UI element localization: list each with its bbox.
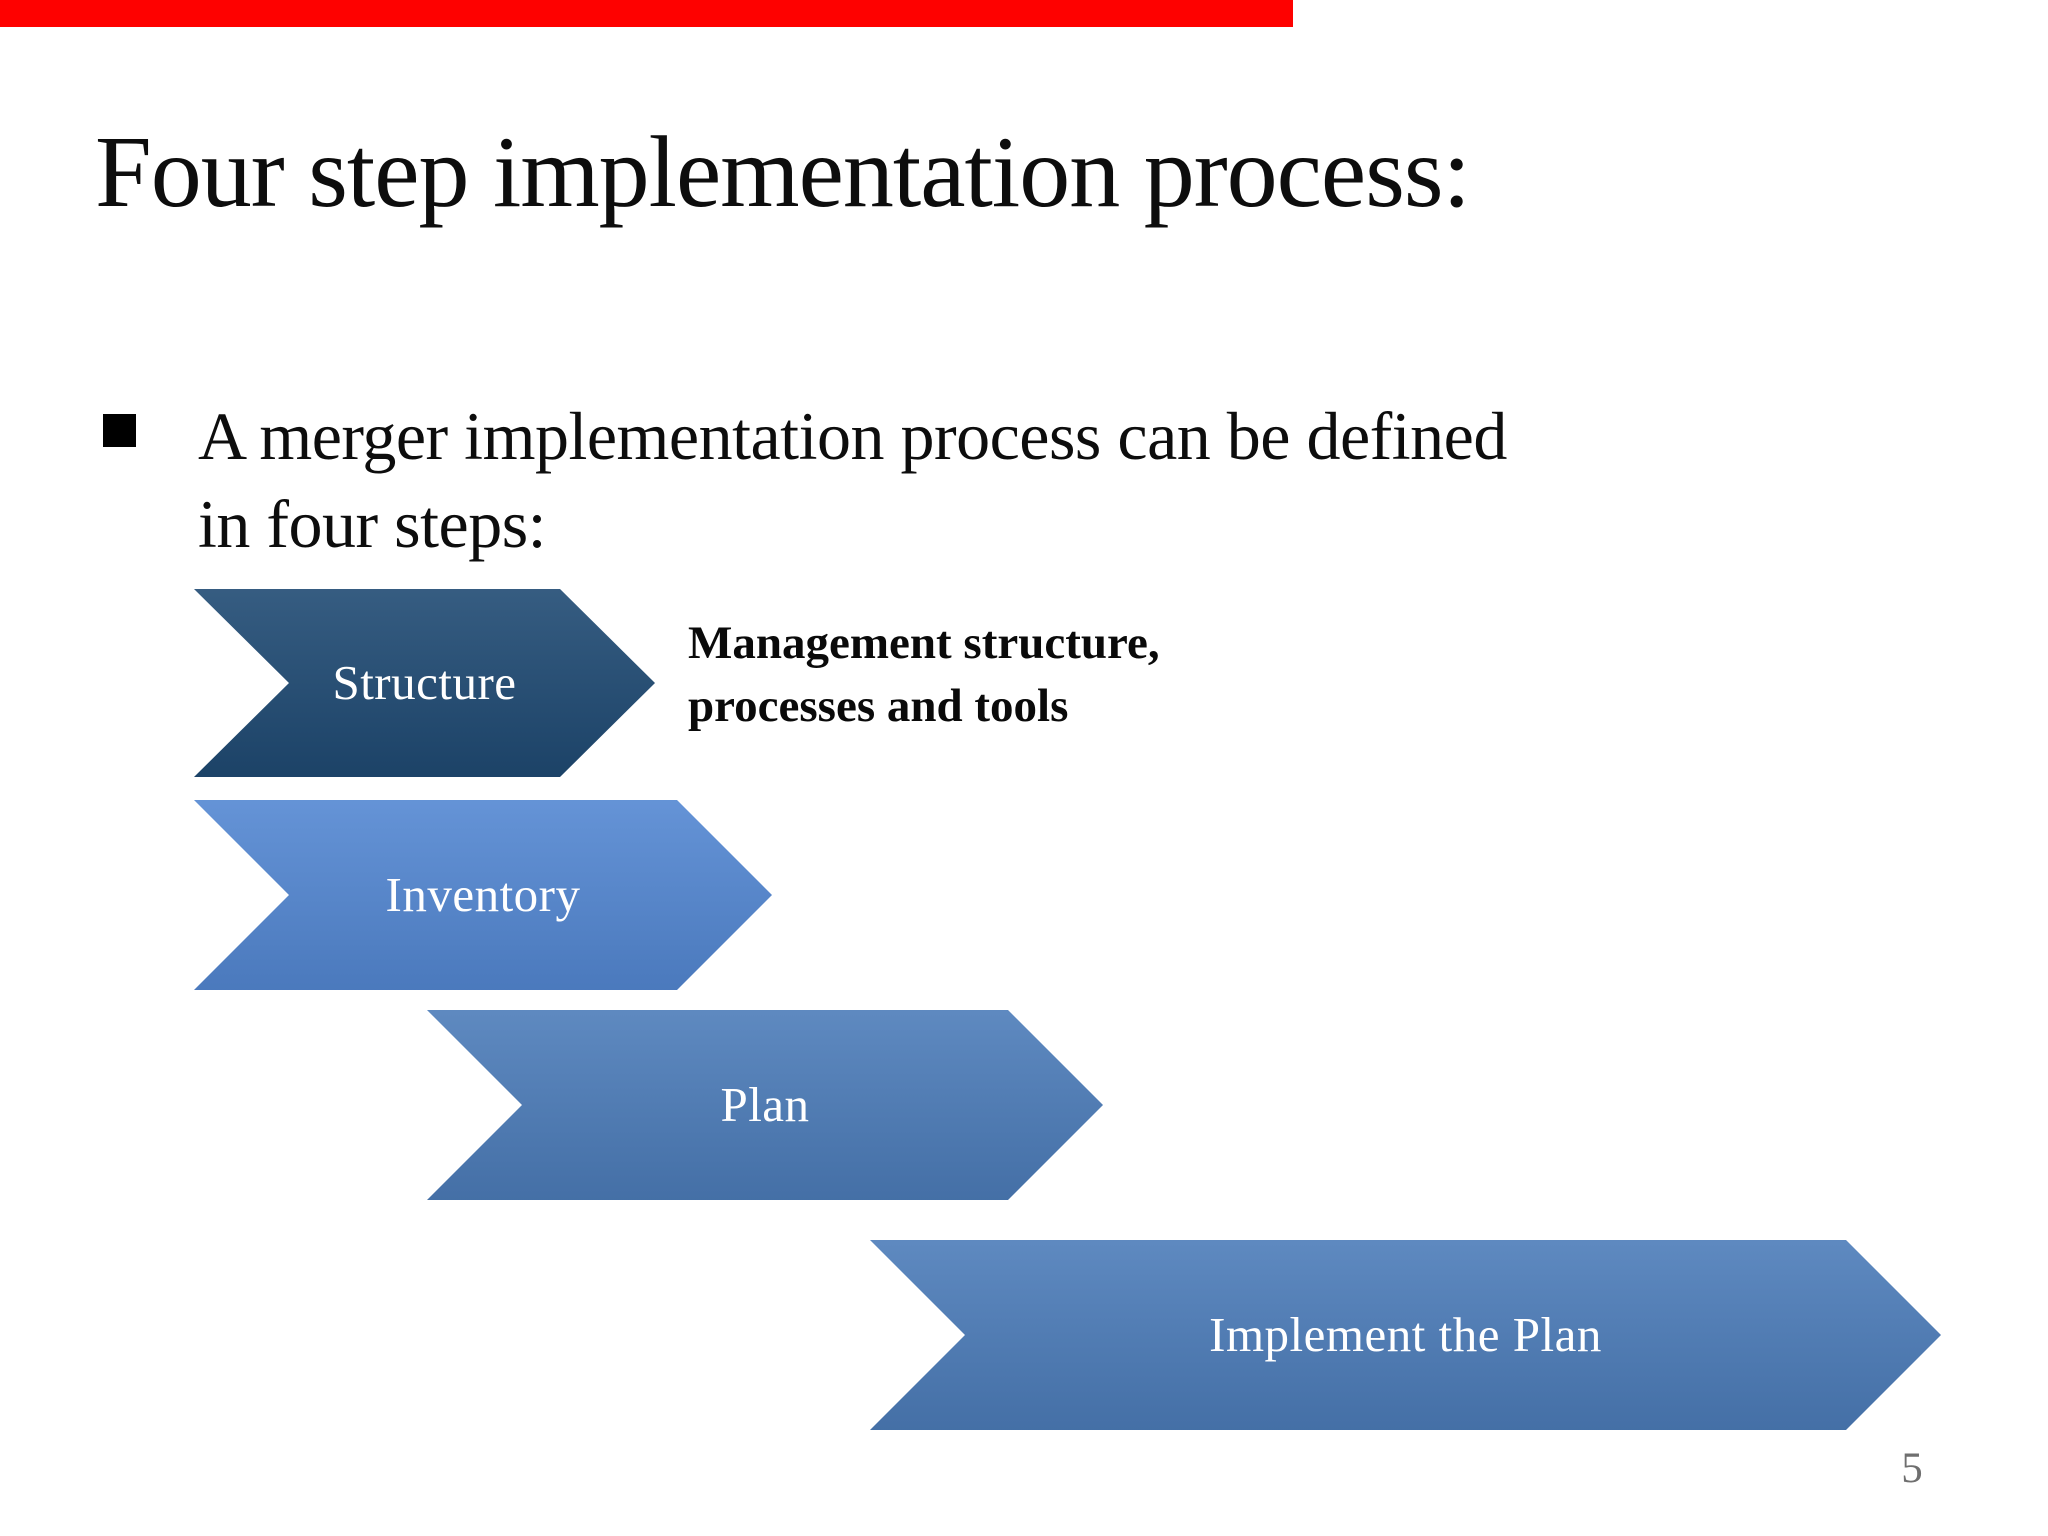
page-number: 5 bbox=[1901, 1445, 1923, 1492]
step-arrow-plan: Plan bbox=[427, 1010, 1103, 1200]
structure-annotation-line-1: Management structure, bbox=[688, 617, 1160, 669]
bullet-text: A merger implementation process can be d… bbox=[198, 392, 1507, 569]
step-arrow-implement-the-plan: Implement the Plan bbox=[870, 1240, 1941, 1430]
step-label-implement-the-plan: Implement the Plan bbox=[1209, 1307, 1602, 1363]
step-arrow-structure: Structure bbox=[194, 589, 655, 777]
step-label-plan: Plan bbox=[720, 1077, 810, 1133]
step-label-inventory: Inventory bbox=[385, 867, 581, 923]
structure-annotation-line-2: processes and tools bbox=[688, 679, 1069, 732]
bullet-block: A merger implementation process can be d… bbox=[103, 392, 1903, 569]
screen-share-red-bar bbox=[0, 0, 1293, 27]
bullet-square-icon bbox=[103, 414, 136, 447]
bullet-text-line-2: in four steps: bbox=[198, 486, 547, 563]
step-label-structure: Structure bbox=[332, 655, 517, 711]
step-arrow-inventory: Inventory bbox=[194, 800, 772, 990]
structure-annotation: Management structure, processes and tool… bbox=[688, 612, 1160, 738]
bullet-text-line-1: A merger implementation process can be d… bbox=[198, 398, 1507, 474]
slide-title: Four step implementation process: bbox=[95, 116, 1471, 229]
